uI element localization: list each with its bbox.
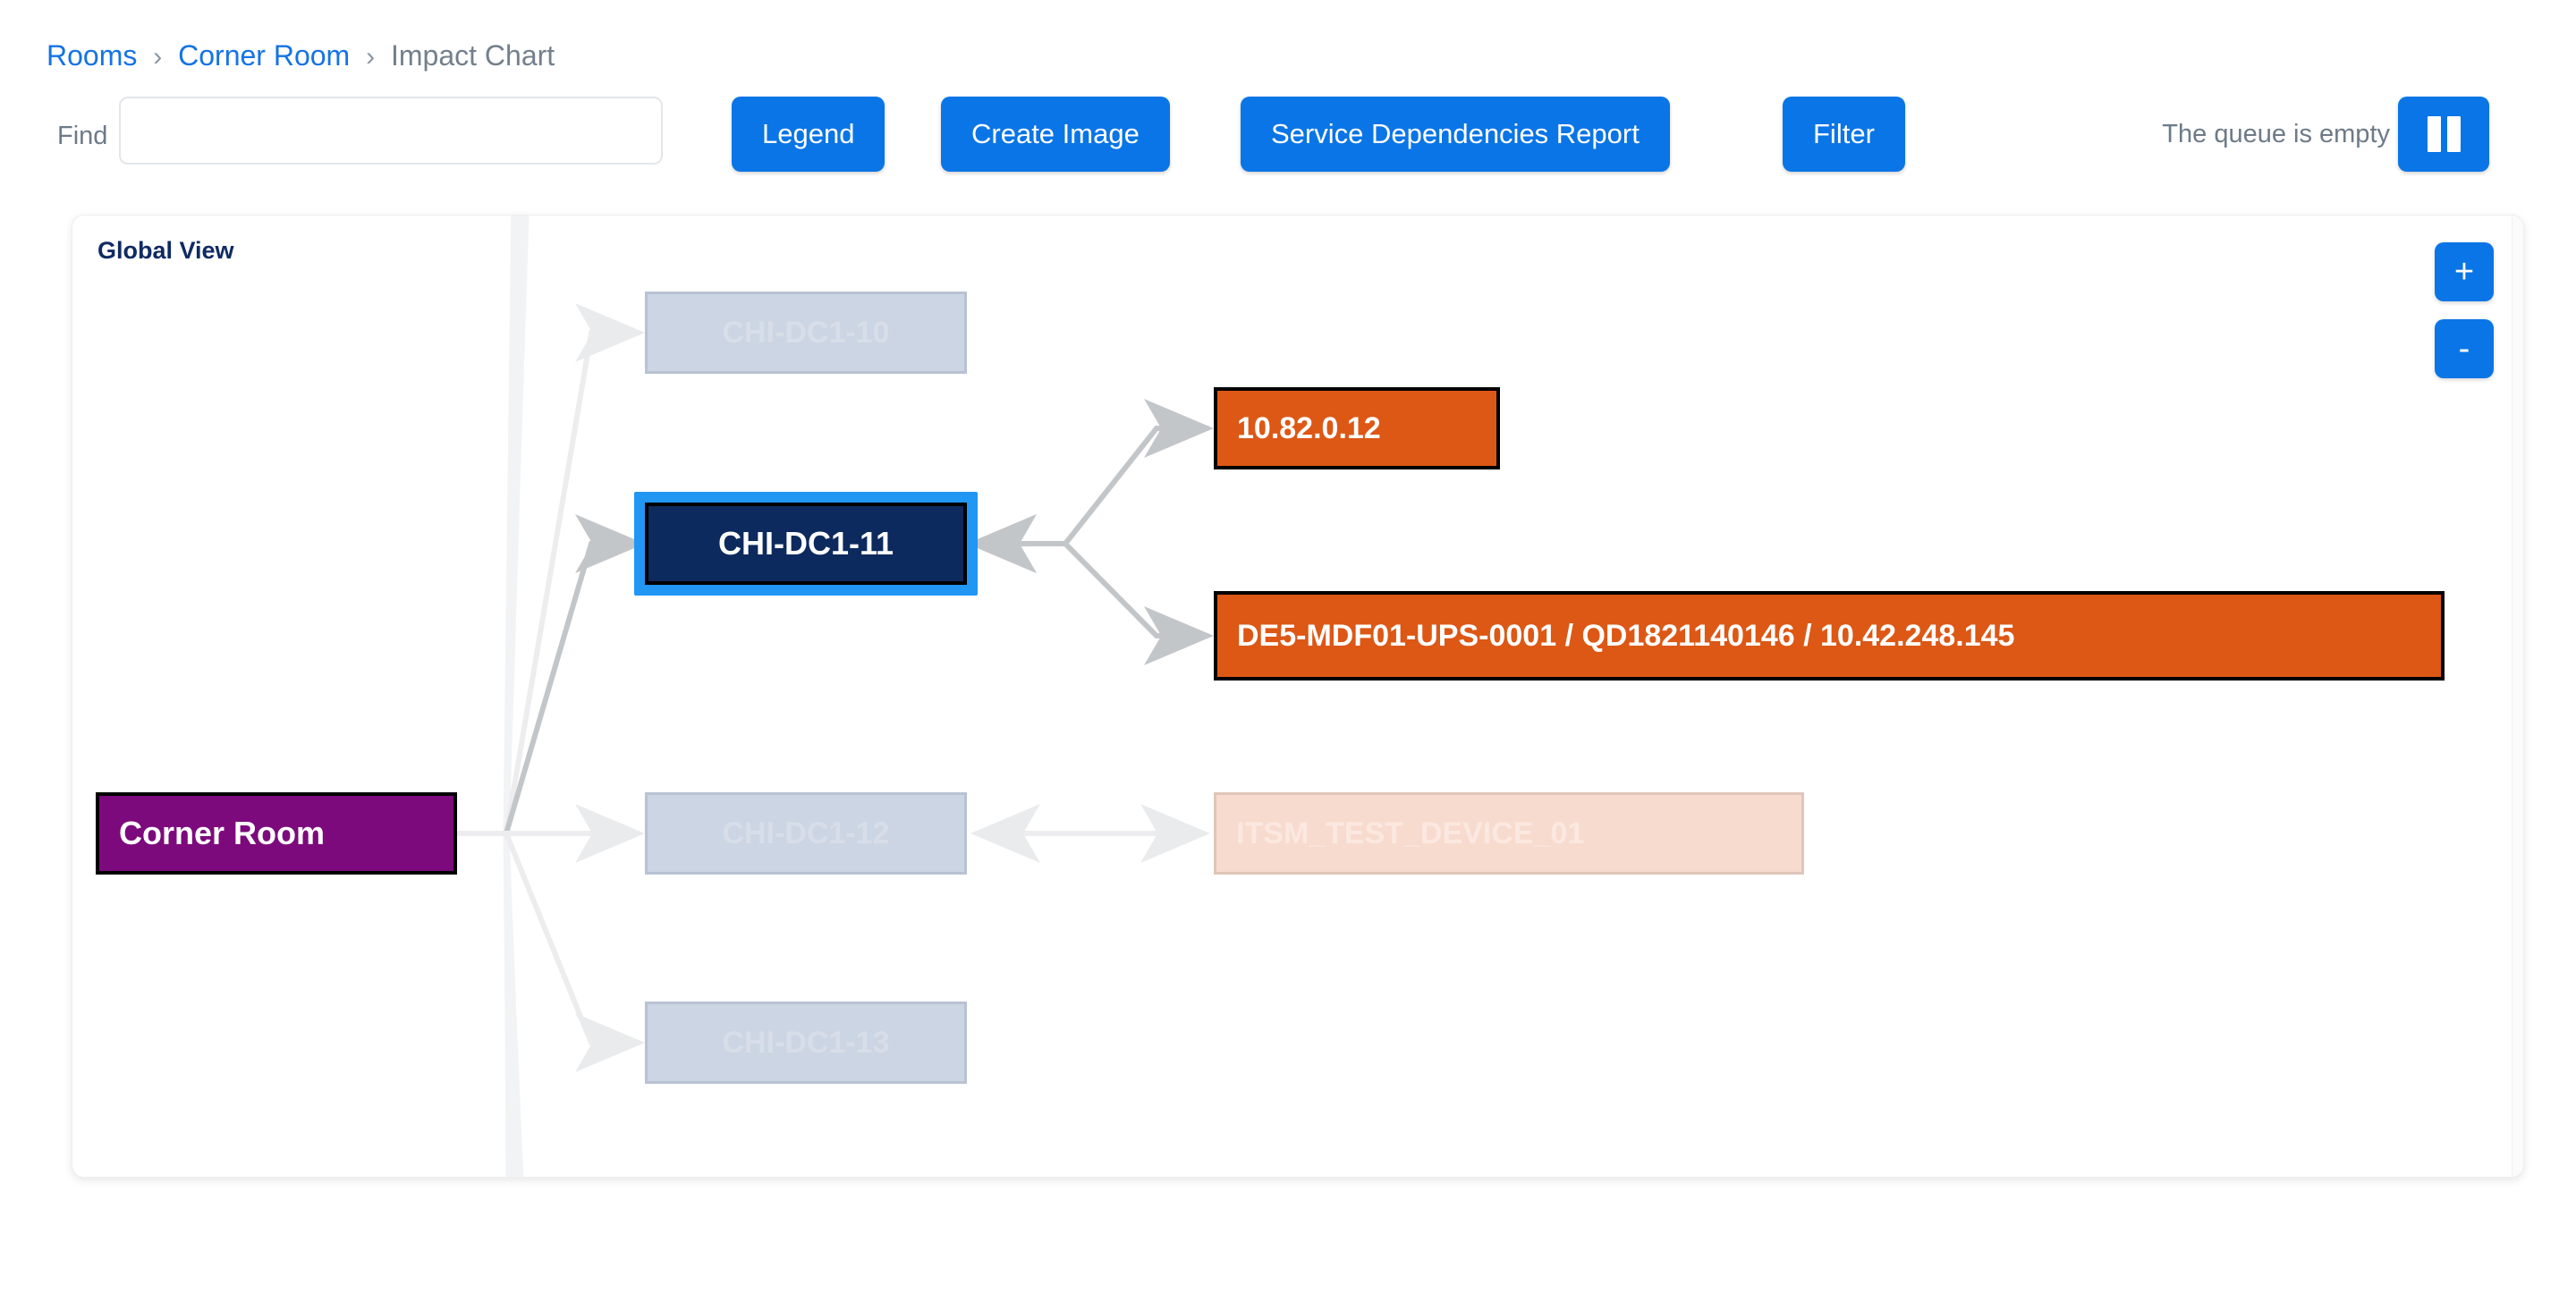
breadcrumb-separator-icon: › — [366, 42, 376, 72]
graph-node-label: 10.82.0.12 — [1237, 410, 1381, 445]
pause-icon — [2446, 116, 2461, 152]
graph-node-chi-dc1-11[interactable]: CHI-DC1-11 — [645, 503, 967, 585]
graph-node-label: CHI-DC1-11 — [717, 525, 894, 562]
graph-node-itsm-test-01[interactable]: ITSM_TEST_DEVICE_01 — [1214, 792, 1804, 875]
graph-node-label: CHI-DC1-13 — [722, 1025, 890, 1060]
find-input[interactable] — [119, 97, 663, 165]
breadcrumb-separator-icon: › — [153, 42, 163, 72]
breadcrumb-item-impact-chart: Impact Chart — [390, 39, 555, 72]
graph-edges — [457, 216, 1214, 1177]
graph-node-chi-dc1-12[interactable]: CHI-DC1-12 — [645, 792, 967, 875]
graph-node-ups-de5[interactable]: DE5-MDF01-UPS-0001 / QD1821140146 / 10.4… — [1214, 591, 2445, 681]
zoom-out-button[interactable]: - — [2435, 319, 2494, 378]
global-view-label: Global View — [97, 237, 234, 264]
graph-node-label: DE5-MDF01-UPS-0001 / QD1821140146 / 10.4… — [1237, 618, 2015, 653]
graph-node-label: CHI-DC1-12 — [722, 816, 890, 850]
service-dependencies-report-button[interactable]: Service Dependencies Report — [1241, 97, 1670, 172]
zoom-in-button[interactable]: + — [2435, 242, 2494, 301]
pause-queue-button[interactable] — [2398, 97, 2489, 172]
legend-button[interactable]: Legend — [732, 97, 886, 172]
queue-status-text: The queue is empty — [2162, 120, 2390, 148]
filter-button[interactable]: Filter — [1783, 97, 1905, 172]
graph-node-chi-dc1-10[interactable]: CHI-DC1-10 — [645, 292, 967, 374]
toolbar: Find Legend Create Image Service Depende… — [0, 97, 2576, 172]
graph-node-label: CHI-DC1-10 — [722, 315, 890, 350]
graph-node-label: ITSM_TEST_DEVICE_01 — [1236, 816, 1585, 850]
graph-node-chi-dc1-13[interactable]: CHI-DC1-13 — [645, 1002, 967, 1084]
create-image-button[interactable]: Create Image — [941, 97, 1170, 172]
breadcrumb: Rooms › Corner Room › Impact Chart — [47, 39, 555, 73]
graph-node-label: Corner Room — [119, 815, 326, 851]
graph-node-corner-room[interactable]: Corner Room — [96, 792, 457, 875]
breadcrumb-item-corner-room[interactable]: Corner Room — [178, 39, 351, 72]
pause-icon — [2427, 116, 2441, 152]
find-label: Find — [57, 122, 108, 150]
canvas-vertical-scrollbar[interactable] — [2512, 216, 2523, 1177]
graph-node-ip-10-82-0-12[interactable]: 10.82.0.12 — [1214, 387, 1500, 469]
breadcrumb-item-rooms[interactable]: Rooms — [47, 39, 138, 72]
